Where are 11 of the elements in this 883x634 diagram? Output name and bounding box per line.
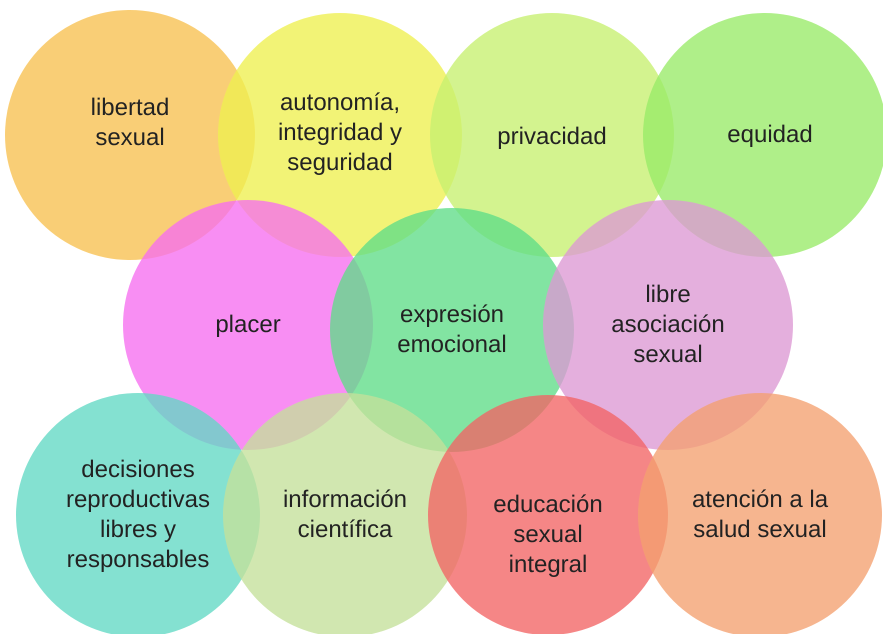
circle-label: libre asociación sexual bbox=[610, 280, 726, 370]
circle-label: atención a la salud sexual bbox=[690, 485, 830, 545]
circle-label: privacidad bbox=[496, 122, 608, 152]
circle-label: expresión emocional bbox=[396, 300, 508, 360]
circle-label: autonomía, integridad y seguridad bbox=[276, 88, 404, 178]
circle-label: libertad sexual bbox=[90, 93, 170, 153]
circle-label: información científica bbox=[282, 485, 408, 545]
circle-label: equidad bbox=[726, 120, 814, 150]
circle-label: placer bbox=[214, 310, 282, 340]
circle-label: decisiones reproductivas libres y responsables bbox=[64, 455, 212, 575]
circle-label: educación sexual integral bbox=[492, 490, 604, 580]
